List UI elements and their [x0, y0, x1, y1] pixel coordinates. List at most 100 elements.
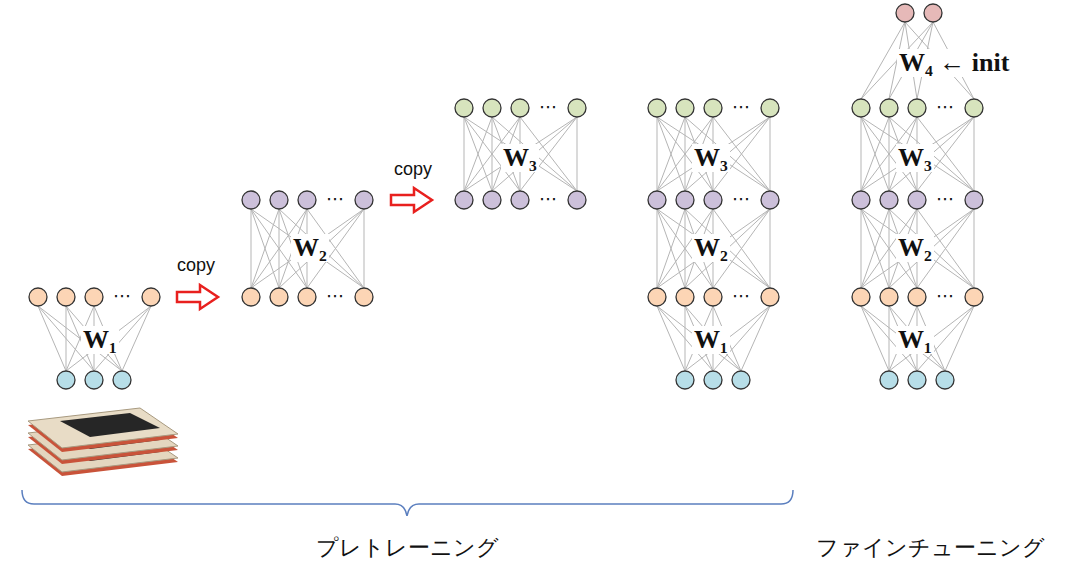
neuron: [676, 191, 694, 209]
weight-line: [861, 209, 862, 288]
neuron: [676, 371, 694, 389]
weight-line: [657, 209, 770, 288]
weight-line: [251, 209, 364, 288]
weight-line: [861, 209, 889, 288]
weight-line: [861, 209, 889, 288]
weight-line: [122, 306, 151, 371]
weight-line: [974, 209, 975, 288]
neuron: [936, 371, 954, 389]
weight-line: [861, 117, 862, 191]
weight-line: [889, 209, 974, 288]
neuron: [455, 191, 473, 209]
neuron: [880, 288, 898, 306]
neuron: [85, 288, 103, 306]
neuron: [57, 371, 75, 389]
weight-line: [38, 306, 122, 371]
weight-line: [861, 306, 889, 371]
photo: [28, 408, 178, 448]
neuron: [704, 371, 722, 389]
ellipsis: ⋯: [325, 287, 345, 305]
neuron: [355, 191, 373, 209]
weight-line: [861, 209, 974, 288]
weight-line: [657, 209, 658, 288]
neuron: [852, 288, 870, 306]
weight-line: [66, 306, 151, 371]
weight-label: W₂: [896, 234, 934, 263]
weight-line: [38, 306, 66, 371]
weight-line: [657, 209, 685, 288]
photo-dark: [60, 413, 160, 437]
weight-line: [251, 209, 252, 288]
neurons: [29, 4, 983, 389]
weight-line: [889, 306, 974, 371]
neuron: [483, 99, 501, 117]
phase-label: プレトレーニング: [316, 536, 499, 560]
ellipsis: ⋯: [731, 98, 751, 116]
weight-label: W₃: [501, 144, 539, 173]
weight-line: [657, 209, 685, 288]
weight-line: [657, 209, 770, 288]
ellipsis: ⋯: [731, 287, 751, 305]
copy-label: copy: [394, 160, 432, 180]
weight-line: [657, 306, 685, 371]
weight-line: [889, 117, 974, 191]
ellipsis: ⋯: [731, 190, 751, 208]
neuron: [908, 191, 926, 209]
image-stack: [28, 408, 178, 476]
neuron: [142, 288, 160, 306]
neuron: [965, 288, 983, 306]
copy-label: copy: [177, 256, 215, 276]
weight-line: [657, 117, 685, 191]
weight-line: [657, 117, 685, 191]
neuron: [85, 371, 103, 389]
weight-line: [364, 209, 365, 288]
neuron: [483, 191, 501, 209]
ellipsis: ⋯: [538, 98, 558, 116]
weight-line: [770, 117, 771, 191]
neuron: [896, 4, 914, 22]
neuron: [57, 288, 75, 306]
neuron: [880, 191, 898, 209]
neuron: [242, 191, 260, 209]
weight-line: [861, 117, 889, 191]
ellipsis: ⋯: [325, 190, 345, 208]
neuron: [761, 288, 779, 306]
neuron: [908, 371, 926, 389]
neuron: [298, 288, 316, 306]
neuron: [908, 99, 926, 117]
neuron: [511, 191, 529, 209]
neuron: [965, 99, 983, 117]
weight-label: W₃: [692, 144, 730, 173]
neuron: [704, 99, 722, 117]
neuron: [908, 288, 926, 306]
ellipsis: ⋯: [538, 190, 558, 208]
weight-line: [464, 117, 492, 191]
weight-line: [657, 117, 770, 191]
neuron: [511, 99, 529, 117]
weight-line: [657, 117, 770, 191]
weight-line: [945, 306, 974, 371]
neuron: [852, 191, 870, 209]
weight-label: W₄ ← init: [897, 49, 1011, 78]
neuron: [29, 288, 47, 306]
weight-line: [685, 209, 770, 288]
weight-line: [685, 306, 741, 371]
weight-label: W₂: [291, 234, 329, 263]
neuron: [676, 288, 694, 306]
weight-line: [464, 117, 577, 191]
neuron: [270, 191, 288, 209]
phase-label: ファインチューニング: [816, 536, 1045, 560]
weight-line: [66, 306, 122, 371]
neuron: [676, 99, 694, 117]
weight-line: [889, 306, 945, 371]
weight-line: [685, 306, 770, 371]
neuron: [880, 99, 898, 117]
neuron: [568, 99, 586, 117]
neuron: [704, 191, 722, 209]
neuron: [242, 288, 260, 306]
weight-line: [657, 306, 741, 371]
neuron: [648, 191, 666, 209]
weight-line: [974, 117, 975, 191]
weight-line: [657, 117, 658, 191]
